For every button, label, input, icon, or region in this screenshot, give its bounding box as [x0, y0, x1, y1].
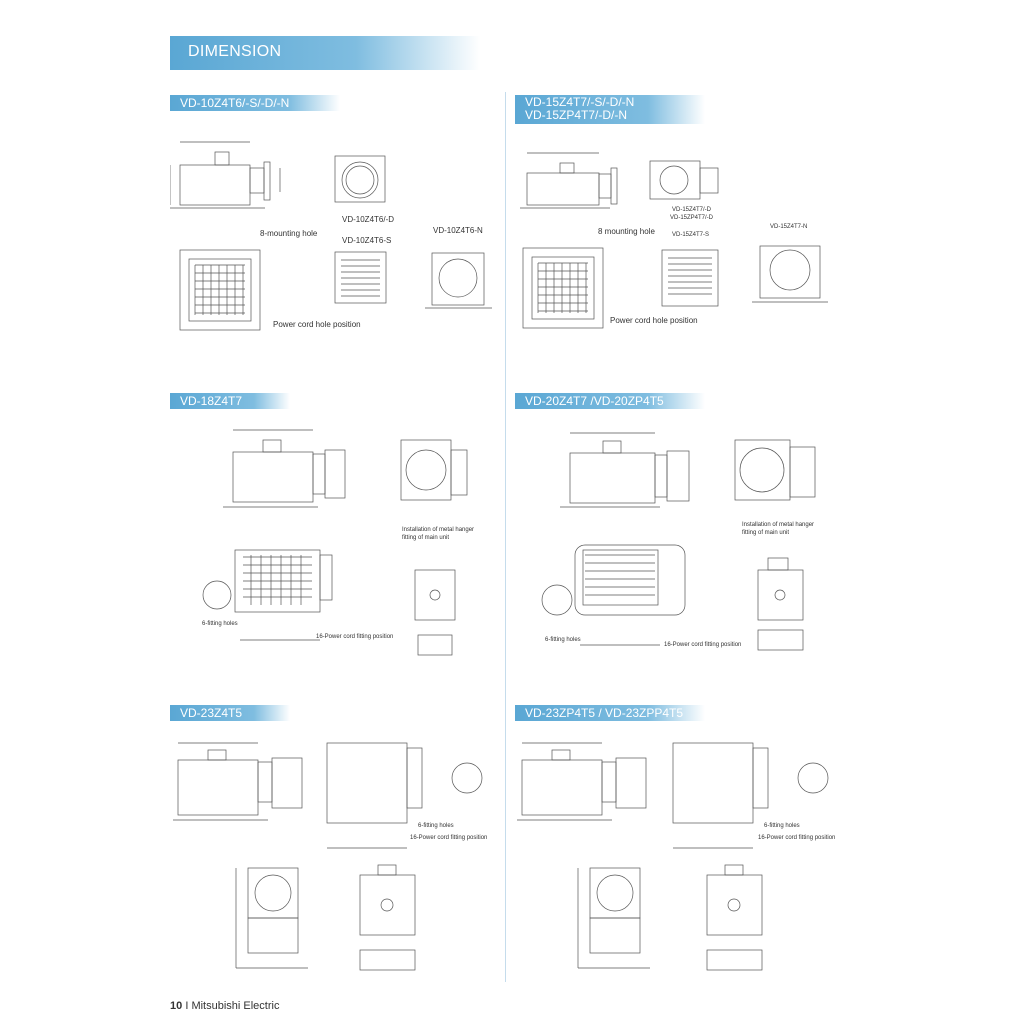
- footer-separator: I: [185, 1000, 189, 1012]
- model-title-vd15-line1: VD-15Z4T7/-S/-D/-N: [525, 95, 635, 109]
- column-divider: [505, 92, 506, 982]
- drawing-vd10-bottom: [179, 249, 261, 331]
- variant-label-vd15-d2: VD-15ZP4T7/-D: [670, 215, 714, 221]
- page-number: 10: [170, 1000, 183, 1012]
- powercord-label-vd23: 16-Power cord fitting position: [410, 835, 488, 841]
- mounting-label-vd15: 8 mounting hole: [598, 227, 655, 236]
- drawing-vd15-grille-s: [661, 249, 719, 307]
- company-name: Mitsubishi Electric: [191, 1000, 280, 1012]
- drawing-vd18-front: [400, 439, 468, 501]
- drawing-vd23-end: [359, 864, 416, 971]
- hanger-note-vd20-line1: Installation of metal hanger: [742, 522, 815, 528]
- powercord-label-vd18: 16-Power cord fitting position: [316, 634, 394, 640]
- model-title-vd18: VD-18Z4T7: [170, 393, 290, 409]
- drawing-vd20-end: [757, 557, 804, 651]
- drawing-vd23p-top: [672, 742, 829, 849]
- model-title-vd23p: VD-23ZP4T5 / VD-23ZPP4T5: [515, 705, 705, 721]
- drawing-vd18-side: [223, 429, 346, 508]
- variant-label-vd15-d1: VD-15Z4T7/-D: [672, 207, 712, 213]
- fitting-label-vd23p: 6-fitting holes: [764, 823, 800, 829]
- drawing-vd20-front: [734, 439, 816, 501]
- model-title-vd15: VD-15Z4T7/-S/-D/-N VD-15ZP4T7/-D/-N: [515, 95, 705, 124]
- model-title-vd23: VD-23Z4T5: [170, 705, 290, 721]
- variant-label-vd15-n: VD-15Z4T7-N: [770, 224, 808, 230]
- powercord-label-vd10: Power cord hole position: [273, 320, 361, 329]
- drawing-vd10-grille-s: [334, 251, 387, 304]
- drawing-vd15-side: [520, 152, 618, 209]
- drawing-vd23p-side: [517, 742, 647, 821]
- drawing-vd10-front: [334, 155, 386, 203]
- powercord-label-vd20: 16-Power cord fitting position: [664, 642, 742, 648]
- page-title: DIMENSION: [188, 43, 282, 60]
- drawing-vd10-grille-n: [425, 252, 492, 309]
- variant-label-vd10-s: VD-10Z4T6-S: [342, 236, 392, 245]
- model-title-vd20: VD-20Z4T7 /VD-20ZP4T5: [515, 393, 705, 409]
- drawing-vd23p-end: [706, 864, 763, 971]
- drawing-vd23-side: [173, 742, 303, 821]
- drawing-vd18-bottom: [202, 549, 333, 641]
- powercord-label-vd15: Power cord hole position: [610, 316, 698, 325]
- drawing-vd23-front: [235, 867, 308, 969]
- drawing-vd15-grille-n: [752, 245, 828, 303]
- fitting-label-vd18: 6-fitting holes: [202, 621, 238, 627]
- fitting-label-vd20: 6-fitting holes: [545, 637, 581, 643]
- model-title-vd10: VD-10Z4T6/-S/-D/-N: [170, 95, 340, 111]
- drawing-vd23-top: [326, 742, 483, 849]
- hanger-note-vd20-line2: fitting of main unit: [742, 530, 790, 536]
- drawing-vd10-side: [170, 141, 281, 209]
- model-title-vd15-line2: VD-15ZP4T7/-D/-N: [525, 108, 628, 122]
- hanger-note-vd18-line2: fitting of main unit: [402, 535, 450, 541]
- variant-label-vd10-d: VD-10Z4T6/-D: [342, 215, 395, 224]
- variant-label-vd15-s: VD-15Z4T7-S: [672, 232, 710, 238]
- mounting-label-vd10: 8-mounting hole: [260, 229, 318, 238]
- drawing-vd20-bottom: [541, 544, 686, 646]
- drawing-vd15-front: [649, 160, 719, 200]
- page-footer: 10 I Mitsubishi Electric: [170, 1000, 279, 1012]
- drawing-vd20-side: [560, 432, 690, 508]
- drawing-vd15-bottom: [522, 247, 604, 329]
- fitting-label-vd23: 6-fitting holes: [418, 823, 454, 829]
- drawing-vd23p-front: [577, 867, 650, 969]
- hanger-note-vd18-line1: Installation of metal hanger: [402, 527, 475, 533]
- powercord-label-vd23p: 16-Power cord fitting position: [758, 835, 836, 841]
- drawing-vd18-end: [414, 569, 456, 656]
- variant-label-vd10-n: VD-10Z4T6-N: [433, 226, 483, 235]
- section-header: DIMENSION: [170, 36, 480, 70]
